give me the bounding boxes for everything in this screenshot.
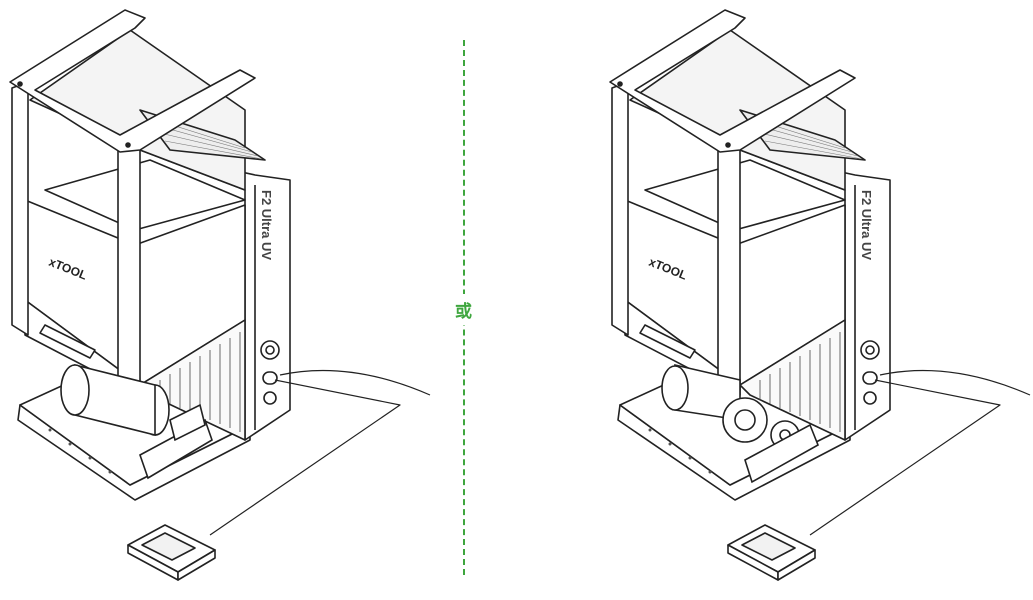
model-text: F2 Ultra UV bbox=[259, 190, 274, 260]
machine-illustration: xTOOL F2 Ultra UV bbox=[9, 9, 431, 581]
machine-with-rotary: xTOOL F2 Ultra UV bbox=[600, 0, 1033, 595]
machine-with-roller: xTOOL F2 Ultra UV bbox=[0, 0, 440, 595]
roller-accessory bbox=[60, 363, 213, 480]
model-text: F2 Ultra UV bbox=[859, 190, 874, 260]
or-label: 或 bbox=[455, 294, 472, 325]
rotary-chuck-accessory bbox=[661, 363, 820, 484]
machine-illustration: xTOOL F2 Ultra UV bbox=[609, 9, 1031, 581]
